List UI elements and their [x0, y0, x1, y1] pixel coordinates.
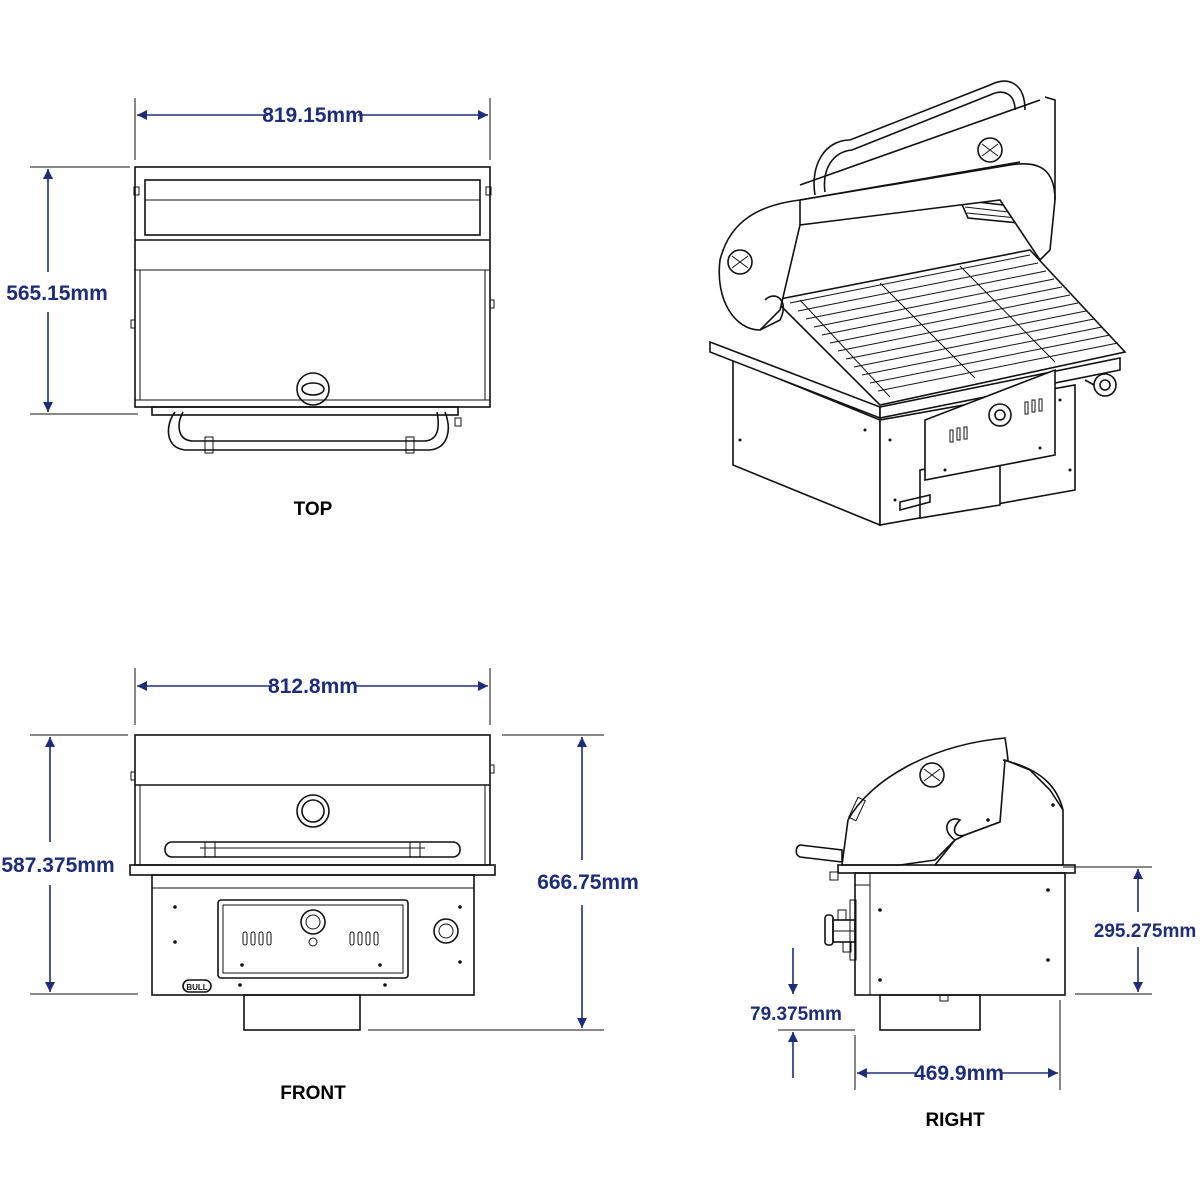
right-height-dimension: 295.275mm [1094, 869, 1196, 992]
right-depth-label: 469.9mm [914, 1062, 1004, 1085]
top-depth-dimension: 565.15mm [6, 169, 108, 412]
side-valve-knob-icon [824, 899, 857, 961]
cooking-grates [789, 254, 1119, 398]
hood-vent-icon [919, 762, 945, 788]
top-view: 819.15mm 565.15mm TOP [6, 98, 495, 520]
right-view-label: RIGHT [925, 1110, 985, 1131]
right-bottom-offset-label: 79.375mm [750, 1004, 842, 1025]
front-vent-slots-right [349, 931, 379, 946]
front-view-label: FRONT [280, 1083, 346, 1104]
side-burner-knob-icon [433, 918, 459, 944]
front-body-height-label: 587.375mm [1, 854, 114, 877]
right-depth-dimension: 469.9mm [857, 1062, 1058, 1085]
main-burner-knob-icon [300, 909, 326, 947]
top-view-label: TOP [294, 499, 333, 520]
front-total-height-label: 666.75mm [537, 871, 639, 894]
front-width-label: 812.8mm [268, 675, 358, 698]
front-total-height-dimension: 666.75mm [537, 737, 639, 1028]
front-width-dimension: 812.8mm [137, 675, 488, 698]
right-bottom-offset-dimension: 79.375mm [750, 948, 842, 1078]
front-body-height-dimension: 587.375mm [1, 737, 115, 992]
brand-badge-logo: BULL [186, 983, 207, 992]
top-width-label: 819.15mm [262, 104, 364, 127]
top-width-dimension: 819.15mm [137, 104, 488, 127]
front-view: 812.8mm 587.375mm 666.75mm [1, 668, 639, 1104]
right-view: 295.275mm 79.375mm 469.9mm [750, 737, 1196, 1131]
isometric-view [709, 80, 1127, 527]
top-depth-label: 565.15mm [6, 282, 108, 305]
right-height-label: 295.275mm [1094, 921, 1196, 942]
front-vent-slots-left [242, 931, 272, 946]
